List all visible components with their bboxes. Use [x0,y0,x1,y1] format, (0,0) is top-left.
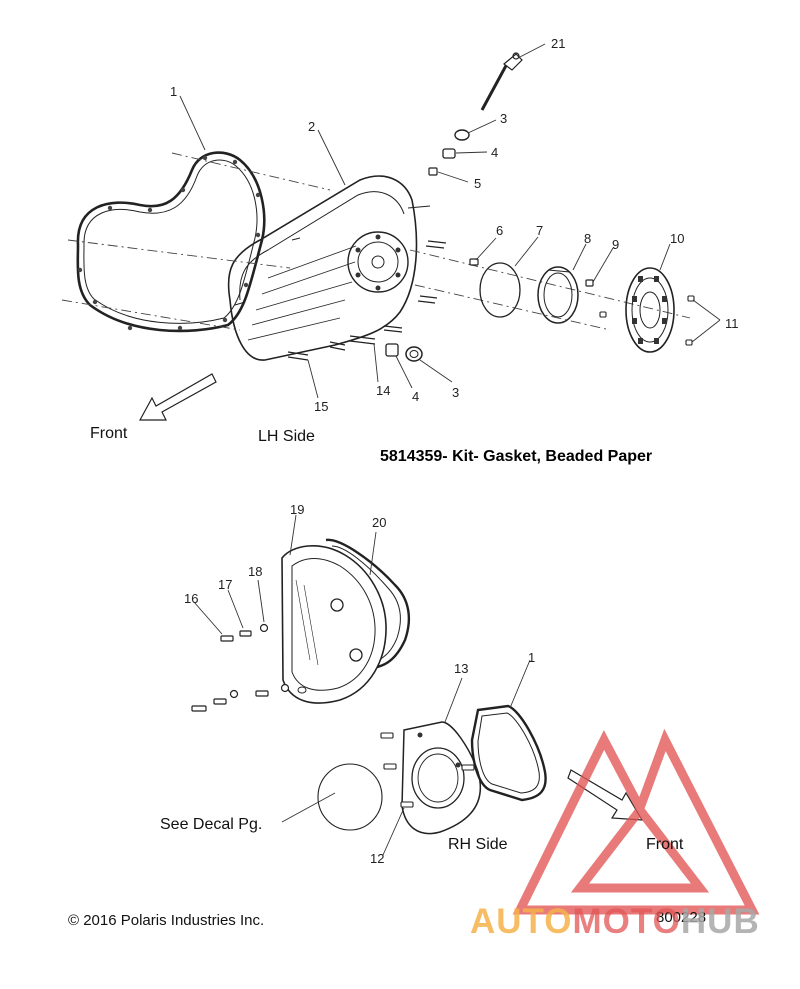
callout-15: 15 [314,399,329,414]
part-9-screw [585,279,594,287]
part-4-plug-top [442,148,456,159]
callout-2: 2 [308,119,316,134]
callout-20: 20 [372,515,387,530]
watermark-part-auto: AUTO [470,902,573,941]
part-5-pin [428,167,438,176]
automotohub-watermark-text: AUTOMOTOHUB [470,902,760,942]
lh-side-label: LH Side [258,428,315,445]
front-arrow-top [138,373,217,421]
kit-note: 5814359- Kit- Gasket, Beaded Paper [380,448,653,465]
callout-21: 21 [551,36,566,51]
part-11-screw-a [687,295,695,302]
callout-10: 10 [670,231,685,246]
callout-4-lower: 4 [412,389,420,404]
parts-14-4-3-lower [385,343,423,362]
callout-6: 6 [496,223,504,238]
callout-5: 5 [474,176,482,191]
part-10-derby-cover [625,267,675,353]
part-8-inner-ring [537,266,579,324]
part-13-inner-cover [401,721,482,835]
part-13-bolts [380,732,475,808]
automotohub-watermark-logo [512,728,760,915]
figure-id: 800228 [656,909,707,926]
callout-1-rh: 1 [528,650,536,665]
part-6-screw [469,258,479,266]
watermark-part-hub: HUB [680,902,760,941]
callout-1-lh: 1 [170,84,178,99]
callout-12: 12 [370,851,385,866]
rh-side-label: RH Side [448,836,508,853]
cover-bolts [287,240,447,361]
callout-4-top: 4 [491,145,499,160]
callout-14: 14 [376,383,391,398]
leader-lines-bottom [193,514,531,856]
callout-7: 7 [536,223,544,238]
front-label-bottom: Front [646,836,684,853]
parts-16-17-18-fasteners [191,623,290,712]
part-19-cover [281,544,387,704]
decal-circle [317,763,383,831]
callout-8: 8 [584,231,592,246]
watermark-part-moto: MOTO [572,902,681,941]
callout-3-top: 3 [500,111,508,126]
see-decal-label: See Decal Pg. [160,816,263,833]
callout-17: 17 [218,577,233,592]
part-2-primary-cover [227,175,431,361]
callout-19: 19 [290,502,305,517]
part-21-dipstick [480,52,523,111]
part-1-gasket-lh [76,151,266,333]
part-1-gasket-rh [470,704,547,802]
part-20-cover-gasket [325,538,411,670]
part-11-screw-b [685,339,693,346]
leader-lines-top [179,43,721,399]
part-3-oring-top [454,129,470,141]
callout-13: 13 [454,661,469,676]
callout-3-lower: 3 [452,385,460,400]
front-label-top: Front [90,425,128,442]
callout-11: 11 [725,316,739,331]
callout-16: 16 [184,591,199,606]
part-7-gasket-ring [479,262,521,318]
copyright-text: © 2016 Polaris Industries Inc. [68,912,265,929]
callout-9: 9 [612,237,620,252]
callout-18: 18 [248,564,263,579]
